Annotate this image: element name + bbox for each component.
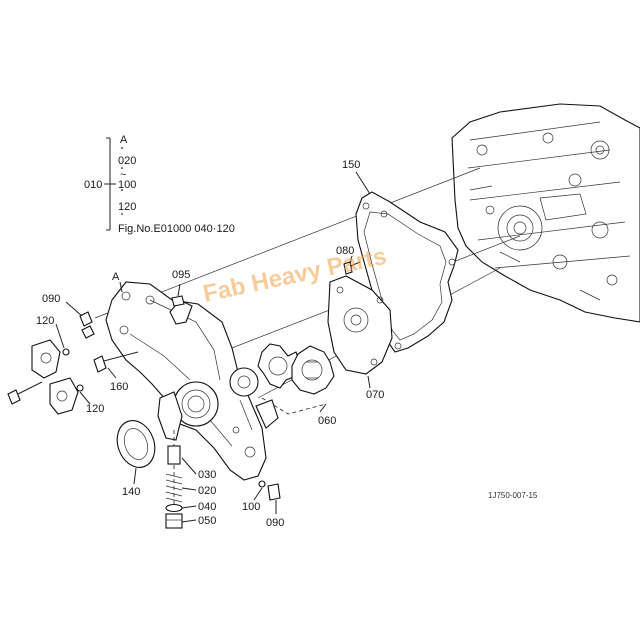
label-120-upper: 120 bbox=[36, 315, 54, 327]
legend-item-a: A bbox=[120, 134, 128, 146]
label-080: 080 bbox=[336, 245, 354, 257]
label-140: 140 bbox=[122, 486, 140, 498]
bolt-080 bbox=[343, 261, 361, 275]
legend-bracket bbox=[104, 137, 123, 231]
label-100: 100 bbox=[242, 501, 260, 513]
left-fittings bbox=[7, 295, 185, 415]
small-parts-100-090 bbox=[258, 480, 281, 501]
legend-item-100: 100 bbox=[118, 179, 136, 191]
label-120-lower: 120 bbox=[86, 403, 104, 415]
label-040: 040 bbox=[198, 501, 216, 513]
label-150: 150 bbox=[342, 159, 360, 171]
engine-block bbox=[451, 103, 640, 323]
label-160: 160 bbox=[110, 381, 128, 393]
legend-figure-reference: Fig.No.E01000 040·120 bbox=[118, 223, 235, 235]
label-060: 060 bbox=[318, 415, 336, 427]
front-housing bbox=[105, 281, 279, 481]
legend-group-number: 010 bbox=[84, 179, 102, 191]
legend-item-120: 120 bbox=[118, 201, 136, 213]
label-020: 020 bbox=[198, 485, 216, 497]
oil-seal-140 bbox=[116, 420, 156, 468]
pump-cover-070 bbox=[327, 275, 393, 375]
label-a: A bbox=[112, 271, 120, 283]
label-090-left: 090 bbox=[42, 293, 60, 305]
legend-item-020: 020 bbox=[118, 155, 136, 167]
label-095: 095 bbox=[172, 269, 190, 281]
label-050: 050 bbox=[198, 515, 216, 527]
legend-tilde: ~ bbox=[120, 169, 126, 181]
label-070: 070 bbox=[366, 389, 384, 401]
label-030: 030 bbox=[198, 469, 216, 481]
label-090-bottom: 090 bbox=[266, 517, 284, 529]
leader-lines bbox=[55, 171, 371, 523]
relief-valve-stack bbox=[165, 430, 183, 529]
diagram-code: 1J750-007-15 bbox=[488, 491, 538, 500]
rotor-060 bbox=[257, 343, 335, 415]
